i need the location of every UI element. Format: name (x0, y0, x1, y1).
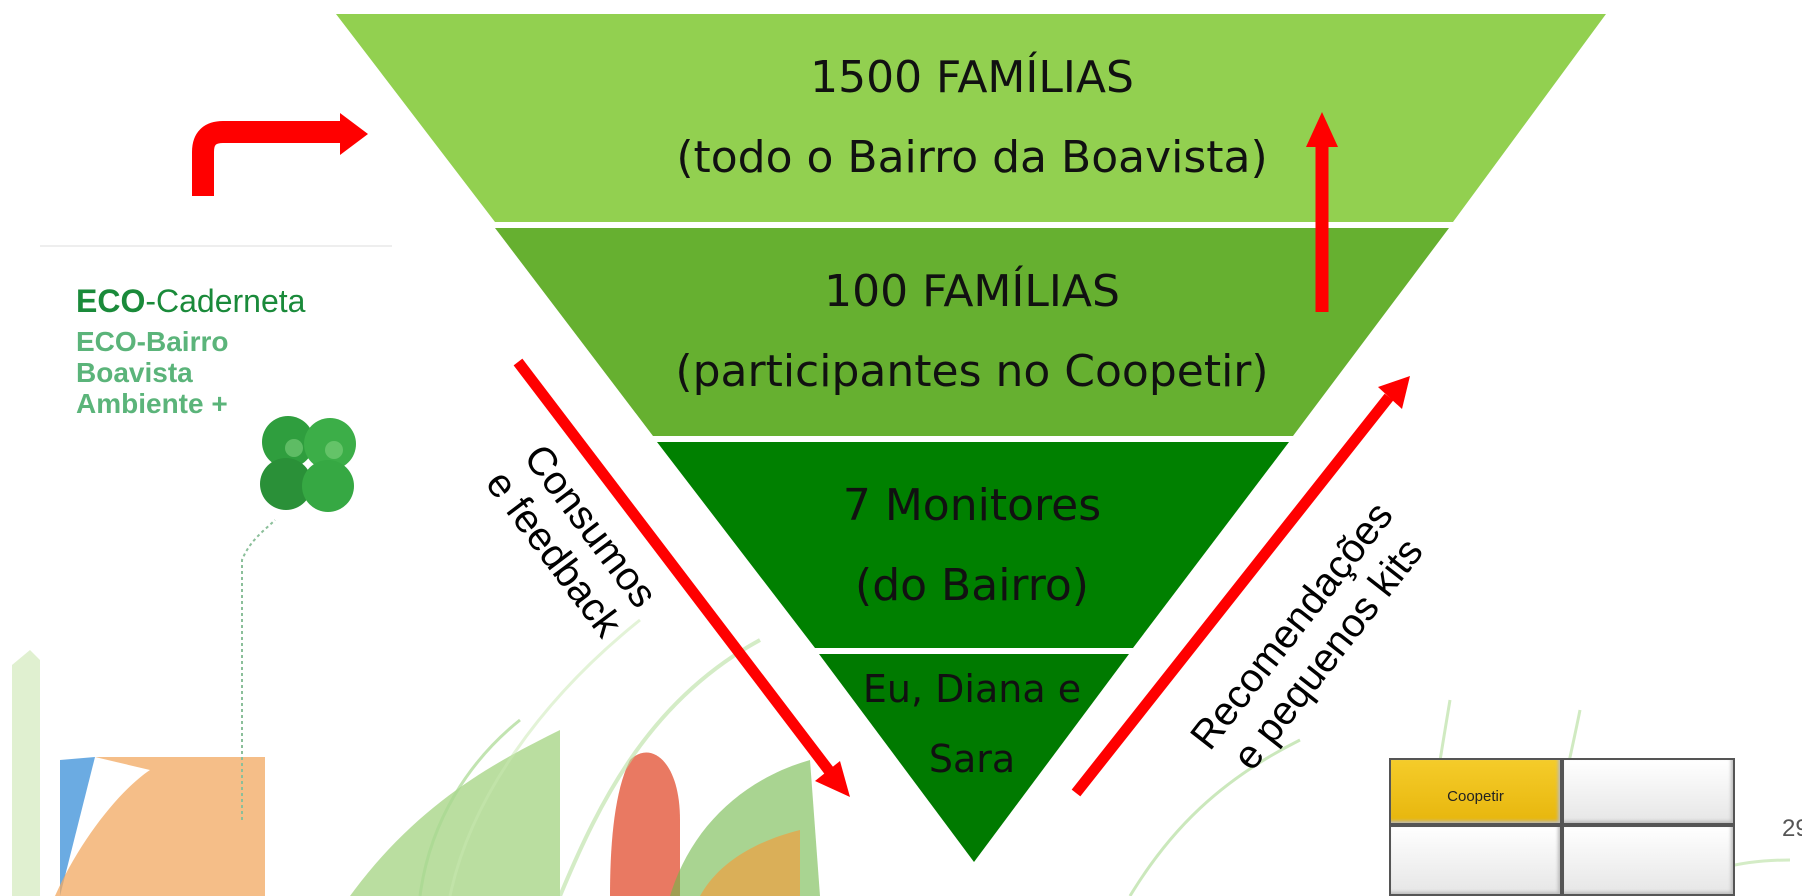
down-diagonal-arrow (513, 358, 850, 797)
tier-2-line1: 100 FAMÍLIAS (824, 264, 1120, 317)
nav-cell-coopetir-label: Coopetir (1447, 788, 1504, 805)
tier-4-line1: Eu, Diana e (863, 667, 1081, 711)
tier-2-line2: (participantes no Coopetir) (675, 346, 1268, 397)
left-arrow-label: Consumos e feedback (477, 437, 665, 646)
up-arrow (1306, 112, 1338, 312)
tier-3-shape (657, 442, 1289, 648)
right-arrow-label: Recomendações e pequenos kits (1182, 494, 1432, 778)
nav-cell-coopetir[interactable]: Coopetir (1389, 758, 1562, 825)
clover-icon (260, 416, 356, 512)
svg-text:ECO-Caderneta: ECO-Caderneta (76, 283, 306, 319)
up-diagonal-arrow (1071, 376, 1410, 797)
logo-line-3: Ambiente + (76, 388, 228, 419)
logo-line-2: Boavista (76, 357, 193, 388)
decorative-background (12, 245, 1791, 896)
eco-logo: ECO-Caderneta ECO-Bairro Boavista Ambien… (76, 283, 306, 419)
logo-title-rest: -Caderneta (145, 283, 305, 319)
logo-eco-prefix: ECO (76, 283, 145, 319)
nav-cell-3[interactable] (1389, 825, 1562, 896)
tier-3-line2: (do Bairro) (855, 560, 1089, 611)
tier-1-shape (336, 14, 1606, 222)
top-left-bent-arrow (192, 113, 368, 196)
tier-2-shape (495, 228, 1449, 436)
logo-line-1: ECO-Bairro (76, 326, 228, 357)
nav-cell-4[interactable] (1562, 825, 1735, 896)
tier-1-line1: 1500 FAMÍLIAS (810, 50, 1134, 103)
page-number: 29 (1782, 815, 1802, 842)
tier-1-line2: (todo o Bairro da Boavista) (676, 132, 1267, 183)
tier-4-shape (819, 654, 1129, 862)
tier-4-line2: Sara (929, 737, 1015, 781)
tier-3-line1: 7 Monitores (843, 480, 1101, 531)
nav-cell-2[interactable] (1562, 758, 1735, 825)
